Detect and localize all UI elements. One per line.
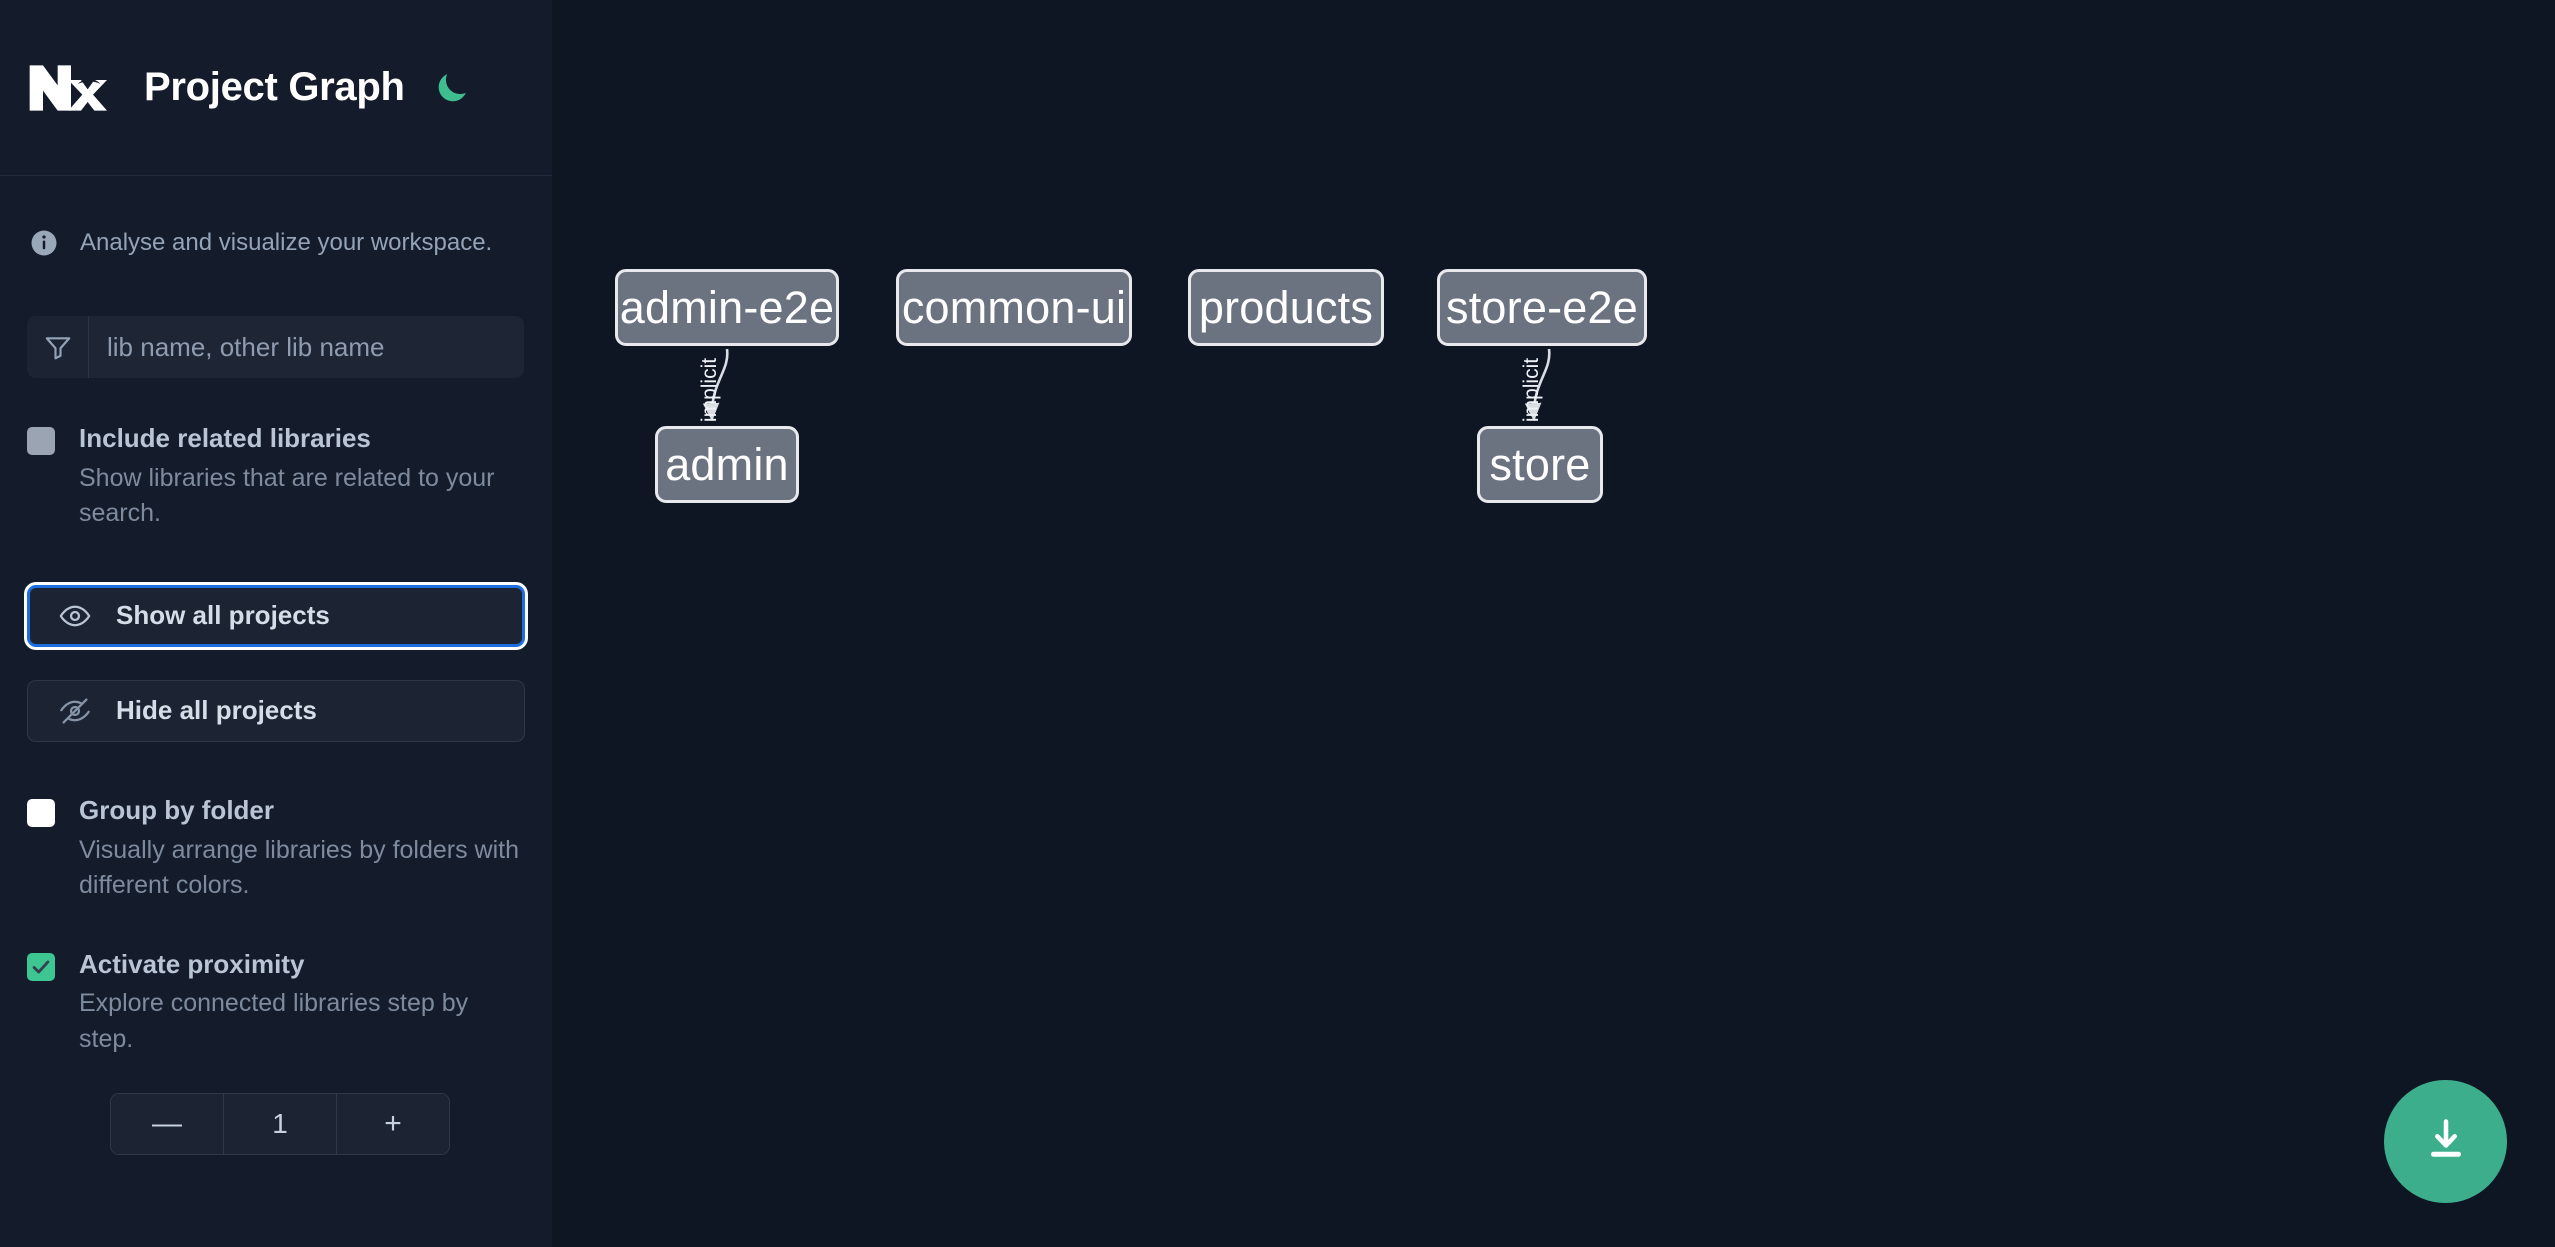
sidebar-header: Project Graph bbox=[0, 0, 552, 176]
option-include-related-libraries[interactable]: Include related libraries Show libraries… bbox=[27, 422, 527, 532]
eye-off-icon bbox=[58, 694, 92, 728]
filter-field[interactable] bbox=[27, 316, 524, 378]
graph-node-admin[interactable]: admin bbox=[655, 426, 799, 503]
option-description: Visually arrange libraries by folders wi… bbox=[79, 835, 520, 900]
option-label: Group by folder bbox=[79, 794, 274, 825]
checkbox-group-by-folder[interactable] bbox=[27, 798, 55, 827]
workspace-hint: Analyse and visualize your workspace. bbox=[0, 176, 552, 258]
show-all-projects-label: Show all projects bbox=[116, 600, 330, 631]
proximity-increment-button[interactable]: + bbox=[336, 1094, 449, 1155]
sidebar-body: Analyse and visualize your workspace. In… bbox=[0, 176, 552, 1156]
sidebar: Project Graph Analyse and visualize your… bbox=[0, 0, 552, 1247]
graph-canvas[interactable]: implicit implicit admin-e2e admin common… bbox=[552, 0, 2555, 1247]
graph-node-label: store bbox=[1489, 438, 1591, 490]
eye-icon bbox=[58, 599, 92, 633]
search-input[interactable] bbox=[89, 316, 524, 378]
workspace-hint-text: Analyse and visualize your workspace. bbox=[80, 229, 493, 256]
funnel-icon bbox=[27, 316, 89, 378]
option-label: Include related libraries bbox=[79, 423, 371, 453]
graph-node-admin-e2e[interactable]: admin-e2e bbox=[615, 269, 839, 346]
option-activate-proximity[interactable]: Activate proximity Explore connected lib… bbox=[27, 948, 527, 1058]
graph-node-store-e2e[interactable]: store-e2e bbox=[1437, 269, 1647, 346]
info-icon bbox=[29, 228, 59, 258]
edge-label-implicit-store: implicit bbox=[1520, 358, 1543, 422]
graph-node-label: products bbox=[1198, 281, 1374, 333]
proximity-stepper: — 1 + bbox=[110, 1093, 450, 1156]
option-description: Show libraries that are related to your … bbox=[79, 463, 495, 528]
visibility-buttons: Show all projects Hide all projects bbox=[27, 584, 552, 742]
option-group-by-folder[interactable]: Group by folder Visually arrange librari… bbox=[27, 794, 527, 904]
edge-store-e2e-store bbox=[1524, 348, 1551, 422]
download-icon bbox=[2420, 1114, 2472, 1169]
check-icon bbox=[32, 960, 50, 974]
moon-icon[interactable] bbox=[431, 67, 473, 109]
checkbox-include-related-libraries[interactable] bbox=[27, 427, 55, 455]
graph-node-products[interactable]: products bbox=[1188, 269, 1384, 346]
page-title: Project Graph bbox=[144, 65, 405, 109]
graph-node-label: admin-e2e bbox=[619, 281, 835, 333]
show-all-projects-button[interactable]: Show all projects bbox=[27, 584, 525, 647]
graph-node-common-ui[interactable]: common-ui bbox=[896, 269, 1132, 346]
option-label: Activate proximity bbox=[79, 948, 305, 979]
proximity-decrement-button[interactable]: — bbox=[111, 1094, 223, 1155]
proximity-value: 1 bbox=[223, 1094, 336, 1155]
graph-node-label: admin bbox=[665, 438, 789, 490]
graph-node-store[interactable]: store bbox=[1477, 426, 1603, 503]
option-description: Explore connected libraries step by step… bbox=[79, 989, 469, 1053]
download-graph-button[interactable] bbox=[2384, 1080, 2507, 1203]
checkbox-activate-proximity[interactable] bbox=[27, 952, 55, 981]
hide-all-projects-button[interactable]: Hide all projects bbox=[27, 679, 525, 742]
nx-logo-icon bbox=[27, 60, 107, 116]
hide-all-projects-label: Hide all projects bbox=[116, 695, 317, 726]
edge-admin-e2e-admin bbox=[702, 348, 729, 422]
graph-edges: implicit implicit bbox=[698, 348, 1551, 422]
graph-node-label: store-e2e bbox=[1446, 281, 1638, 333]
graph-node-label: common-ui bbox=[901, 281, 1127, 333]
edge-label-implicit-admin: implicit bbox=[698, 358, 721, 422]
